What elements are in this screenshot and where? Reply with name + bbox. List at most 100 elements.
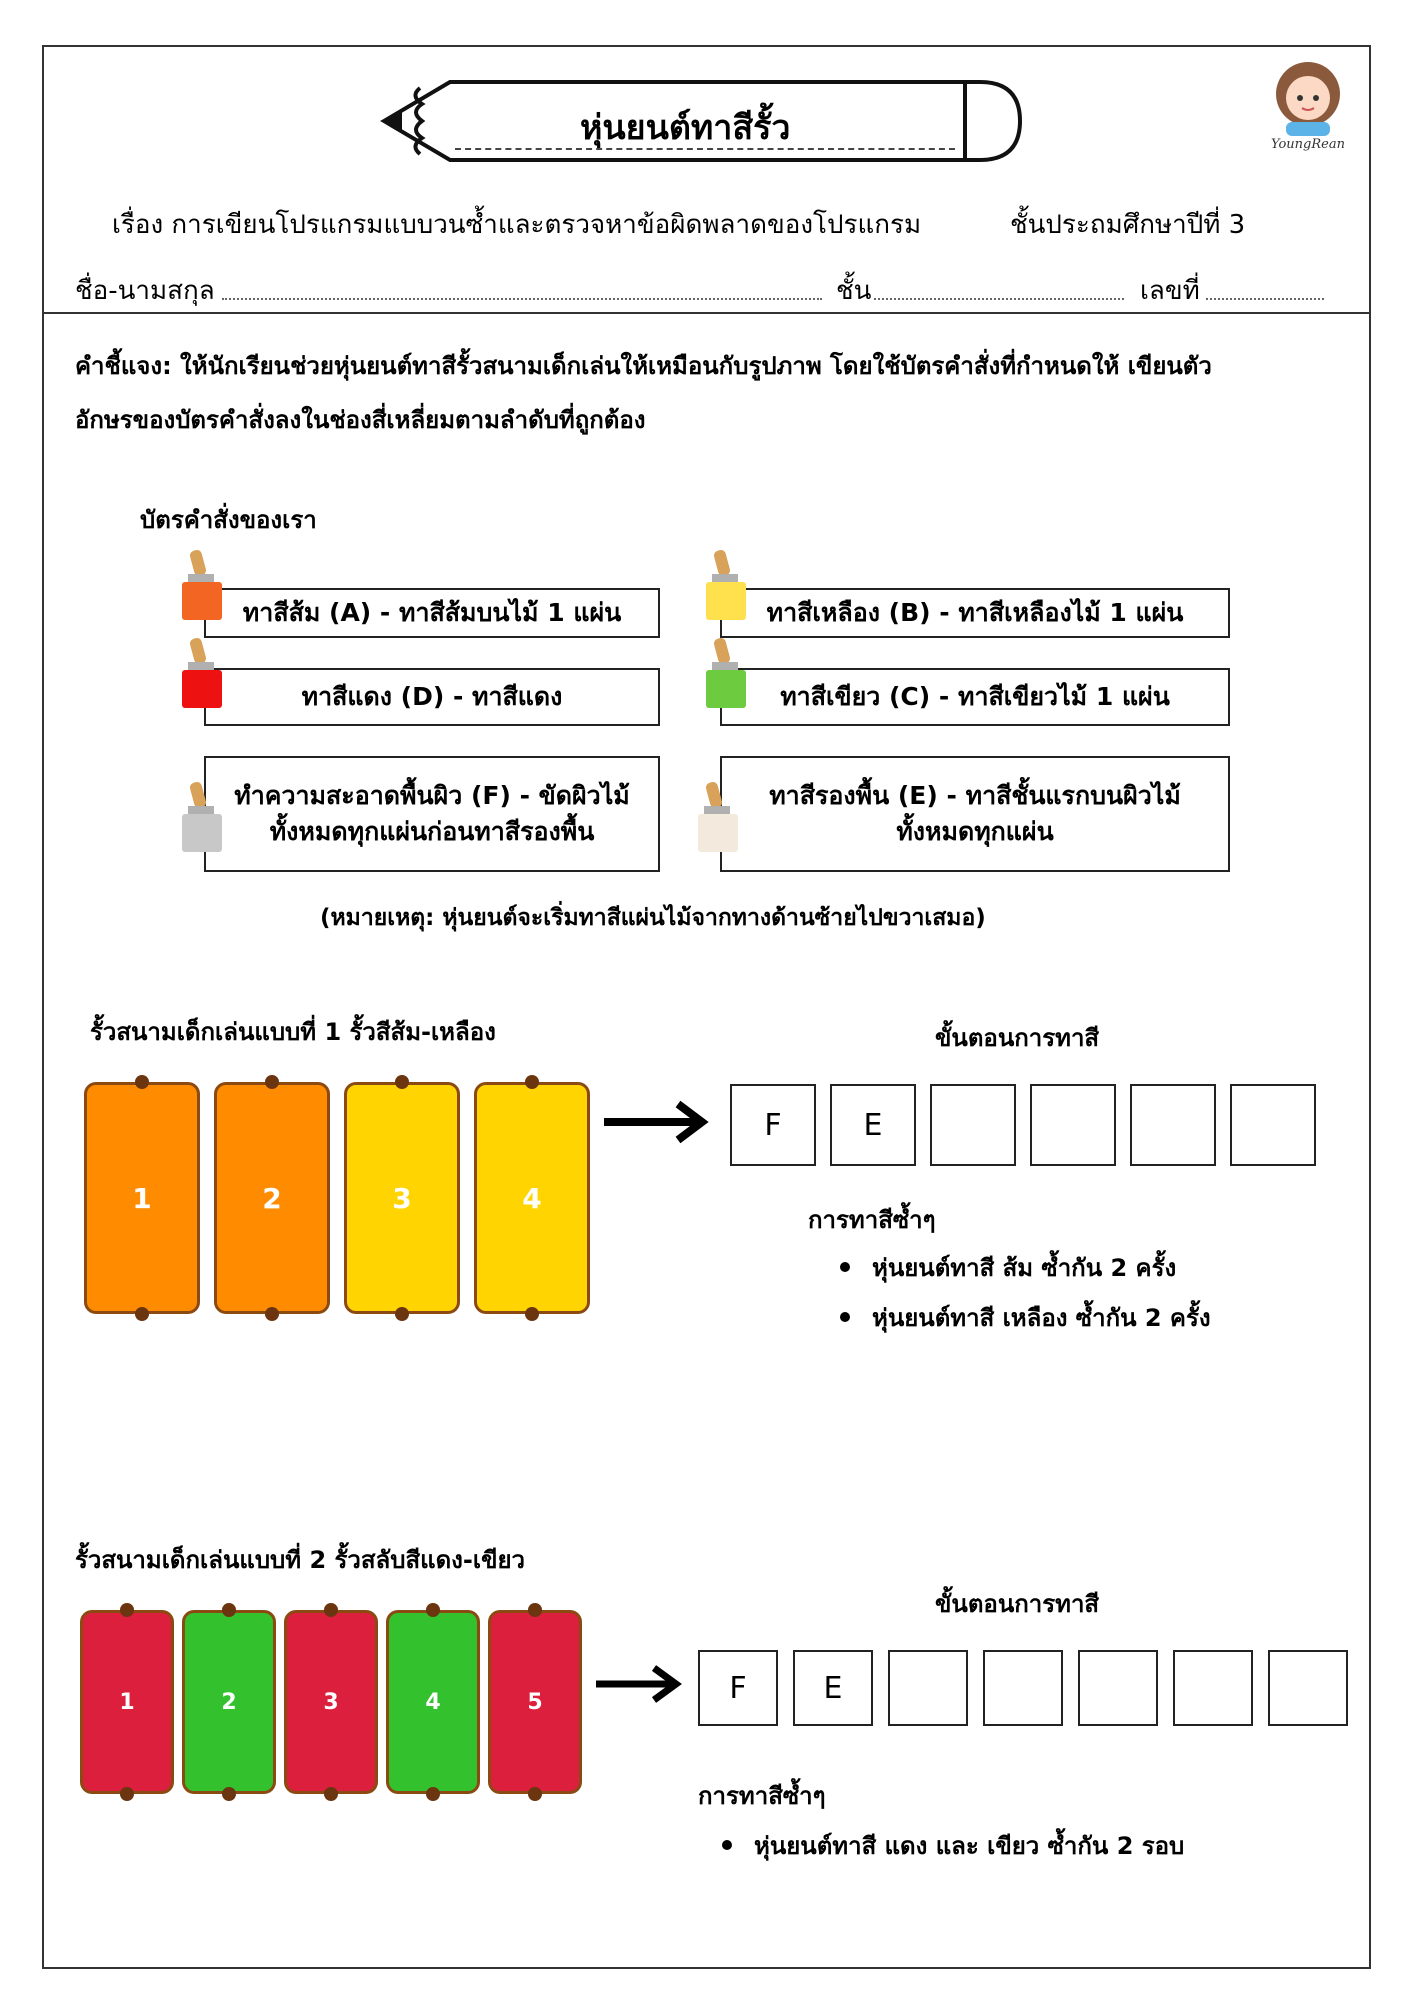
yellow-brush-icon: [706, 550, 746, 620]
fence2-steps-title: ขั้นตอนการทาสี: [935, 1590, 1100, 1618]
pencil-title-banner: [380, 80, 1023, 162]
fence2-step-box-2[interactable]: E: [793, 1650, 873, 1726]
class-field[interactable]: [874, 298, 1124, 300]
nail: [324, 1787, 338, 1801]
nail: [528, 1603, 542, 1617]
title-dash-line: [455, 148, 955, 150]
fence2-board-2: 2: [182, 1610, 276, 1794]
card-clean: ทำความสะอาดพื้นผิว (F) - ขัดผิวไม้ ทั้งห…: [204, 756, 660, 872]
nail: [426, 1787, 440, 1801]
cards-heading: บัตรคำสั่งของเรา: [140, 506, 317, 534]
fence2-step-box-4[interactable]: [983, 1650, 1063, 1726]
fence2-board-1: 1: [80, 1610, 174, 1794]
nail: [120, 1787, 134, 1801]
board-number: 1: [119, 1689, 135, 1715]
board-number: 1: [132, 1181, 152, 1215]
fence2-step-box-5[interactable]: [1078, 1650, 1158, 1726]
board-number: 3: [323, 1689, 339, 1715]
fence1-board-3: 3: [344, 1082, 460, 1314]
grade-text: ชั้นประถมศึกษาปีที่ 3: [1010, 210, 1246, 240]
fence1-bullet-2: หุ่นยนต์ทาสี เหลือง ซ้ำกัน 2 ครั้ง: [872, 1304, 1211, 1332]
card-clean-line1: ทำความสะอาดพื้นผิว (F) - ขัดผิวไม้: [234, 780, 630, 810]
class-label: ชั้น: [836, 276, 872, 306]
instruction-line-1: คำชี้แจง: ให้นักเรียนช่วยหุ่นยนต์ทาสีรั้…: [75, 352, 1212, 380]
fence2-step-box-1[interactable]: F: [698, 1650, 778, 1726]
nail: [135, 1307, 149, 1321]
fence2-step-box-7[interactable]: [1268, 1650, 1348, 1726]
orange-brush-icon: [182, 550, 222, 620]
board-number: 2: [221, 1689, 237, 1715]
board-number: 5: [527, 1689, 543, 1715]
fence2-board-4: 4: [386, 1610, 480, 1794]
number-label: เลขที่: [1140, 276, 1200, 306]
fence1-arrow-icon: [604, 1100, 709, 1144]
nail: [265, 1075, 279, 1089]
board-number: 3: [392, 1181, 412, 1215]
nail: [222, 1603, 236, 1617]
fence2-board-5: 5: [488, 1610, 582, 1794]
board-number: 4: [522, 1181, 542, 1215]
gray-brush-icon: [182, 782, 222, 852]
card-primer-line1: ทาสีรองพื้น (E) - ทาสีชั้นแรกบนผิวไม้: [769, 780, 1181, 810]
fence2-repeat-title: การทาสีซ้ำๆ: [698, 1782, 826, 1810]
name-label: ชื่อ-นามสกุล: [75, 276, 215, 306]
fence1-board-4: 4: [474, 1082, 590, 1314]
nail: [120, 1603, 134, 1617]
card-primer-line2: ทั้งหมดทุกแผ่น: [896, 817, 1054, 846]
nail: [135, 1075, 149, 1089]
fence1-step-box-5[interactable]: [1130, 1084, 1216, 1166]
card-yellow: ทาสีเหลือง (B) - ทาสีเหลืองไม้ 1 แผ่น: [720, 588, 1230, 638]
card-yellow-text: ทาสีเหลือง (B) - ทาสีเหลืองไม้ 1 แผ่น: [766, 597, 1184, 627]
nail: [395, 1307, 409, 1321]
fence2-arrow-icon: [596, 1665, 682, 1703]
fence1-step-box-3[interactable]: [930, 1084, 1016, 1166]
green-brush-icon: [706, 638, 746, 708]
topic-text: เรื่อง การเขียนโปรแกรมแบบวนซ้ำและตรวจหาข…: [112, 210, 922, 240]
header-divider: [42, 312, 1371, 314]
fence2-bullet-dot-1: [722, 1840, 732, 1850]
cards-note: (หมายเหตุ: หุ่นยนต์จะเริ่มทาสีแผ่นไม้จาก…: [320, 905, 986, 931]
nail: [528, 1787, 542, 1801]
fence1-step-box-1[interactable]: F: [730, 1084, 816, 1166]
card-green: ทาสีเขียว (C) - ทาสีเขียวไม้ 1 แผ่น: [720, 668, 1230, 726]
card-orange: ทาสีส้ม (A) - ทาสีส้มบนไม้ 1 แผ่น: [204, 588, 660, 638]
fence1-step-box-4[interactable]: [1030, 1084, 1116, 1166]
fence1-steps-title: ขั้นตอนการทาสี: [935, 1024, 1100, 1052]
nail: [265, 1307, 279, 1321]
fence1-step-box-6[interactable]: [1230, 1084, 1316, 1166]
fence1-board-2: 2: [214, 1082, 330, 1314]
name-field[interactable]: [222, 298, 822, 300]
board-number: 4: [425, 1689, 441, 1715]
number-field[interactable]: [1206, 298, 1324, 300]
card-green-text: ทาสีเขียว (C) - ทาสีเขียวไม้ 1 แผ่น: [780, 681, 1170, 711]
instruction-line-2: อักษรของบัตรคำสั่งลงในช่องสี่เหลี่ยมตามล…: [75, 406, 646, 434]
fence2-board-3: 3: [284, 1610, 378, 1794]
fence1-board-1: 1: [84, 1082, 200, 1314]
fence1-bullet-dot-1: [840, 1262, 850, 1272]
fence1-repeat-title: การทาสีซ้ำๆ: [808, 1206, 936, 1234]
card-primer: ทาสีรองพื้น (E) - ทาสีชั้นแรกบนผิวไม้ ทั…: [720, 756, 1230, 872]
fence2-step-box-6[interactable]: [1173, 1650, 1253, 1726]
page-frame: [42, 45, 1371, 1969]
page-title: หุ่นยนต์ทาสีรั้ว: [580, 108, 791, 148]
fence1-bullet-dot-2: [840, 1312, 850, 1322]
cream-brush-icon: [698, 782, 738, 852]
nail: [324, 1603, 338, 1617]
fence1-step-box-2[interactable]: E: [830, 1084, 916, 1166]
red-brush-icon: [182, 638, 222, 708]
nail: [395, 1075, 409, 1089]
card-orange-text: ทาสีส้ม (A) - ทาสีส้มบนไม้ 1 แผ่น: [242, 597, 622, 627]
nail: [525, 1075, 539, 1089]
card-red-text: ทาสีแดง (D) - ทาสีแดง: [301, 681, 563, 711]
nail: [525, 1307, 539, 1321]
fence2-bullet-1: หุ่นยนต์ทาสี แดง และ เขียว ซ้ำกัน 2 รอบ: [754, 1832, 1185, 1860]
youngrean-logo: YoungRean: [1271, 62, 1345, 152]
fence2-step-box-3[interactable]: [888, 1650, 968, 1726]
card-red: ทาสีแดง (D) - ทาสีแดง: [204, 668, 660, 726]
fence2-title: รั้วสนามเด็กเล่นแบบที่ 2 รั้วสลับสีแดง-เ…: [75, 1546, 526, 1574]
logo-text: YoungRean: [1271, 137, 1345, 152]
fence1-title: รั้วสนามเด็กเล่นแบบที่ 1 รั้วสีส้ม-เหลือ…: [90, 1018, 496, 1046]
board-number: 2: [262, 1181, 282, 1215]
nail: [426, 1603, 440, 1617]
nail: [222, 1787, 236, 1801]
